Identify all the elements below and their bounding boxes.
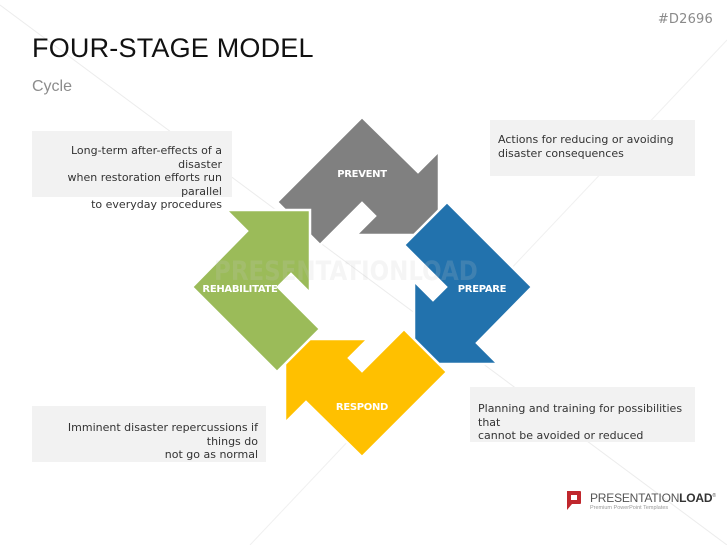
watermark: PRESENTATIONLOAD (214, 256, 478, 287)
logo-tagline: Premium PowerPoint Templates (590, 505, 669, 511)
page-title: FOUR-STAGE MODEL (32, 33, 314, 63)
stage-label-rehabilitate: REHABILITATE (202, 284, 278, 295)
description-line: Imminent disaster repercussions if thing… (67, 421, 258, 448)
description-line: cannot be avoided or reduced (478, 429, 644, 442)
description-line: Long-term after-effects of a disaster (70, 144, 222, 171)
description-line: when restoration efforts run parallel (67, 171, 222, 198)
logo-name-light: PRESENTATION (590, 491, 680, 505)
description-prevent: Actions for reducing or avoiding disaste… (490, 120, 695, 176)
stage-label-prepare: PREPARE (458, 284, 507, 295)
description-line: Actions for reducing or avoiding (498, 133, 674, 146)
description-line: to everyday procedures (91, 198, 222, 211)
description-rehabilitate: Long-term after-effects of a disaster wh… (32, 131, 232, 211)
brand-logo: PRESENTATIONLOAD® Premium PowerPoint Tem… (565, 490, 716, 516)
stage-label-respond: RESPOND (336, 402, 388, 413)
description-line: not go as normal (164, 448, 258, 461)
logo-mark-icon (567, 491, 581, 510)
description-prepare: Planning and training for possibilities … (470, 387, 695, 442)
stage-arrow-rehabilitate (190, 208, 322, 374)
slide-code: #D2696 (657, 12, 713, 27)
description-line: disaster consequences (498, 146, 624, 160)
stage-label-prevent: PREVENT (337, 169, 387, 180)
description-respond: Imminent disaster repercussions if thing… (32, 406, 266, 462)
stage-arrow-respond (283, 327, 449, 459)
logo-name: PRESENTATIONLOAD® (590, 491, 716, 505)
description-line: Planning and training for possibilities … (478, 402, 683, 429)
logo-name-bold: LOAD (679, 491, 713, 505)
logo-trademark: ® (712, 493, 716, 499)
page-subtitle: Cycle (32, 78, 73, 95)
stage-arrow-prepare (402, 200, 534, 366)
